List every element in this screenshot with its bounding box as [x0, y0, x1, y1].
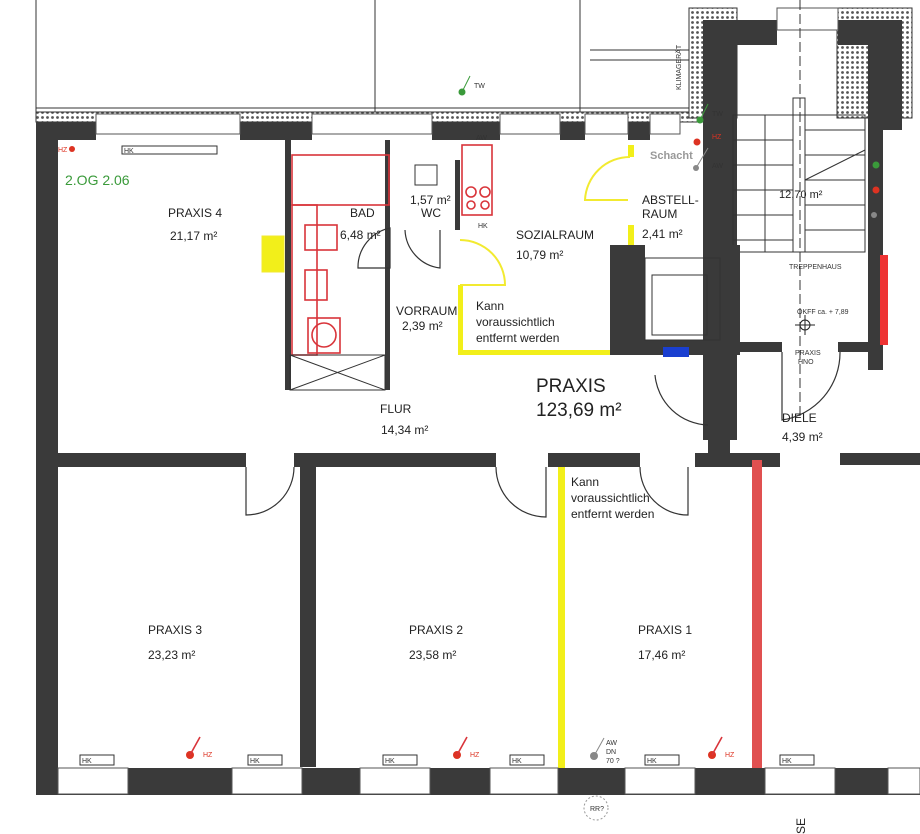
note-removable-2c: entfernt werden	[571, 507, 654, 521]
south-wall: RR? SE	[36, 767, 920, 834]
note-removable-1b: voraussichtlich	[476, 315, 555, 329]
praxis3-area: 23,23 m²	[148, 648, 195, 662]
hk-label: HK	[512, 758, 522, 765]
wc-name: WC	[421, 206, 441, 220]
wc-area: 1,57 m²	[410, 193, 451, 207]
unit-area: 123,69 m²	[536, 400, 622, 421]
praxis4-name: PRAXIS 4	[168, 206, 222, 220]
treppenhaus-name: TREPPENHAUS	[789, 264, 842, 271]
dn-label: DN	[606, 749, 616, 756]
se-label: SE	[794, 818, 808, 834]
hk-label: HK	[250, 758, 260, 765]
removable-walls	[261, 145, 634, 768]
bathroom-fixtures	[289, 144, 493, 391]
radiators: HK HK HK HK HK HK HK HK	[79, 145, 815, 766]
hk-label: HK	[82, 758, 92, 765]
hz-label: HZ	[725, 752, 735, 759]
bad-area: 6,48 m²	[340, 228, 381, 242]
praxis-hno-2: HNO	[798, 359, 814, 366]
hk-label: HK	[478, 223, 488, 230]
sozialraum-name: SOZIALRAUM	[516, 228, 594, 242]
praxis1-area: 17,46 m²	[638, 648, 685, 662]
flur-name: FLUR	[380, 402, 412, 416]
walls	[36, 140, 780, 795]
hz-label: HZ	[470, 752, 480, 759]
hk-label: HK	[124, 148, 134, 155]
praxis2-name: PRAXIS 2	[409, 623, 463, 637]
diele-name: DIELE	[782, 411, 817, 425]
hk-label: HK	[782, 758, 792, 765]
hz-label: HZ	[58, 147, 68, 154]
vorraum-name: VORRAUM	[396, 304, 457, 318]
praxis-hno-1: PRAXIS	[795, 350, 821, 357]
level-marker-icon	[795, 315, 815, 335]
diele-area: 4,39 m²	[782, 430, 823, 444]
vorraum-area: 2,39 m²	[402, 319, 443, 333]
room-labels: 2.OG 2.06 PRAXIS 4 21,17 m² BAD 6,48 m² …	[65, 172, 849, 662]
north-wall	[35, 111, 731, 140]
stairs	[732, 0, 866, 420]
hz-label: HZ	[712, 134, 722, 141]
tw-label: TW	[712, 111, 723, 118]
note-removable-1a: Kann	[476, 299, 504, 313]
okff-label: OKFF ca. + 7,89	[797, 309, 849, 316]
hk-label: HK	[647, 758, 657, 765]
praxis4-area: 21,17 m²	[170, 229, 217, 243]
bad-name: BAD	[350, 206, 375, 220]
note-removable-2b: voraussichtlich	[571, 491, 650, 505]
aw-label: AW	[712, 163, 723, 170]
klimageraet-label: KLIMAGERÄT	[675, 44, 683, 90]
praxis1-name: PRAXIS 1	[638, 623, 692, 637]
aw-label: AW	[476, 135, 487, 142]
abstellraum-name-1: ABSTELL-	[642, 193, 699, 207]
abstellraum-name-2: RAUM	[642, 207, 677, 221]
dn-size-label: 70 ?	[606, 758, 620, 765]
installation-markers: HZ HZ HZ HZ AW DN 70 ? TW TW HZ AW AW KL…	[58, 44, 880, 765]
sozialraum-area: 10,79 m²	[516, 248, 563, 262]
doors	[245, 227, 709, 518]
aw-label: AW	[606, 740, 617, 747]
abstellraum-area: 2,41 m²	[642, 227, 683, 241]
rr-label: RR?	[590, 806, 604, 813]
floor-label: 2.OG 2.06	[65, 172, 130, 188]
tw-label: TW	[474, 83, 485, 90]
note-removable-1c: entfernt werden	[476, 331, 559, 345]
flur-area: 14,34 m²	[381, 423, 428, 437]
roof-lines	[35, 0, 700, 112]
unit-name: PRAXIS	[536, 376, 606, 397]
treppenhaus-area: 12,70 m²	[779, 189, 823, 201]
hk-label: HK	[385, 758, 395, 765]
praxis2-area: 23,58 m²	[409, 648, 456, 662]
note-removable-2a: Kann	[571, 475, 599, 489]
hz-label: HZ	[203, 752, 213, 759]
stairwell	[688, 0, 920, 465]
schacht-label: Schacht	[650, 150, 693, 162]
praxis3-name: PRAXIS 3	[148, 623, 202, 637]
